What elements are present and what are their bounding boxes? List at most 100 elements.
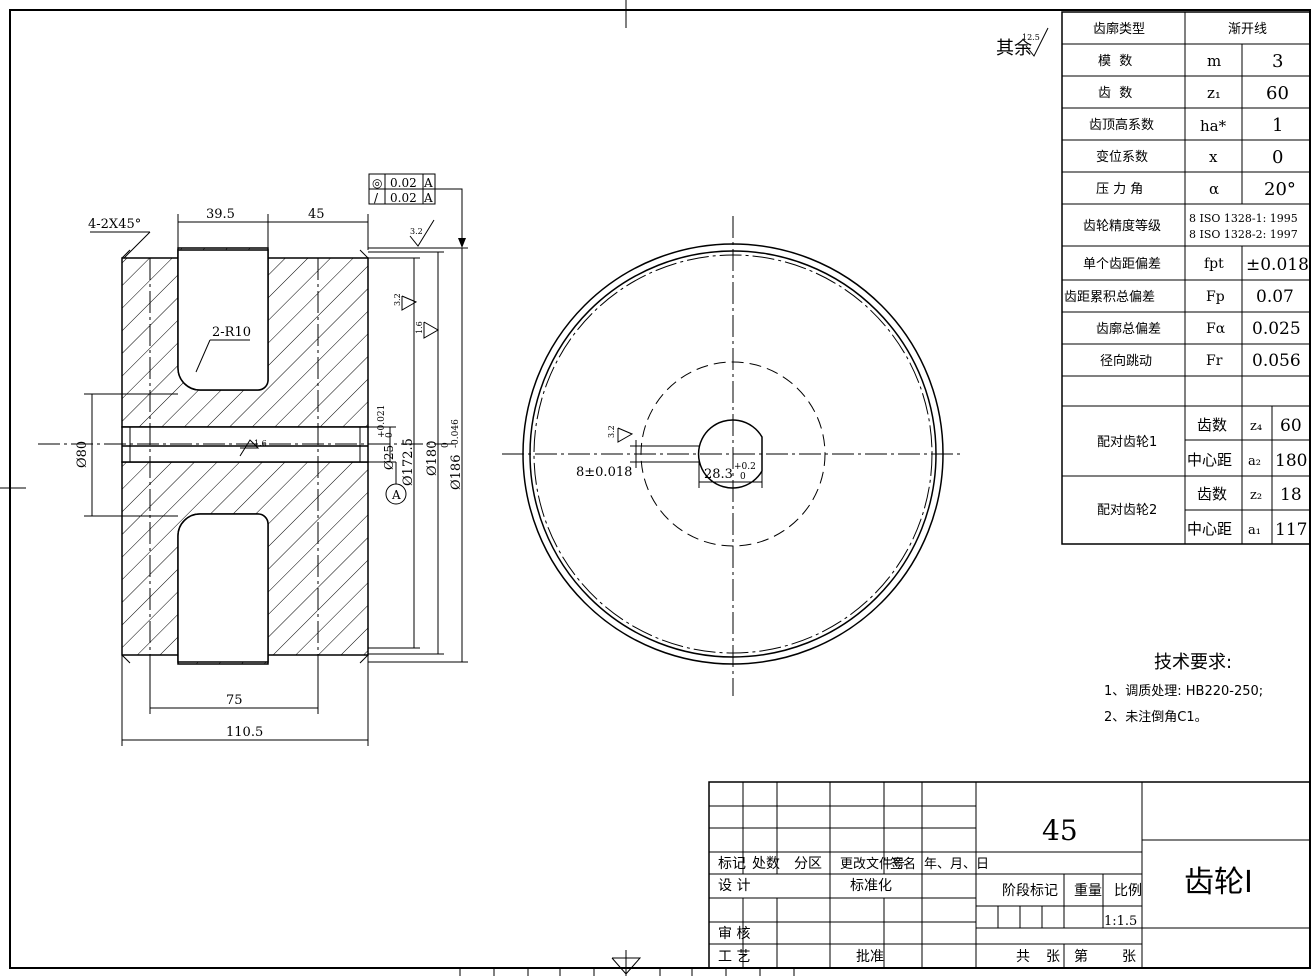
row-profile-label: 齿廓类型 <box>1093 21 1145 37</box>
dim-d186-tol-up: 0 <box>441 442 451 448</box>
gdt-runout-symbol: / <box>374 191 379 205</box>
mating-2-center-name: 中心距 <box>1187 520 1232 538</box>
header-sign: 签名 <box>890 856 916 872</box>
roughness-bore-1: 3.2 <box>393 293 402 306</box>
label-design: 设 计 <box>718 878 750 894</box>
row-addendum-symbol: ha* <box>1200 117 1227 135</box>
title-part-name: 齿轮Ⅰ <box>1184 865 1253 900</box>
row-profile-value: 渐开线 <box>1228 22 1267 37</box>
gdt-frame: ◎ 0.02 A / 0.02 A <box>368 173 466 248</box>
row-module-value: 3 <box>1272 51 1283 72</box>
label-approve: 批准 <box>856 949 884 965</box>
row-falpha-value: 0.025 <box>1252 319 1301 339</box>
scale-value: 1:1.5 <box>1104 914 1137 929</box>
row-fp-label: 齿距累积总偏差 <box>1064 290 1155 305</box>
row-module-label: 模 数 <box>1098 54 1132 69</box>
roughness-keyway: 3.2 <box>607 425 616 438</box>
dim-d80: Ø80 <box>75 441 90 468</box>
row-accuracy-value: 8 ISO 1328-1: 1995 8 ISO 1328-2: 1997 <box>1189 212 1301 241</box>
row-fp-value: 0.07 <box>1256 287 1294 307</box>
mating-2-center-value: 117 <box>1275 520 1307 540</box>
roughness-marks: 其余 12.5 3.2 3.2 1.6 1.6 3.2 <box>239 27 1049 457</box>
roughness-other-label: 其余 <box>996 38 1032 59</box>
label-scale: 比例 <box>1114 883 1142 899</box>
roughness-key: 1.6 <box>254 439 267 448</box>
requirement-2: 2、未注倒角C1。 <box>1104 710 1208 725</box>
row-module-symbol: m <box>1207 52 1221 70</box>
mating-1-teeth-name: 齿数 <box>1197 416 1227 434</box>
label-total: 共 <box>1016 949 1030 965</box>
gdt-coaxiality-value: 0.02 <box>390 176 417 190</box>
dim-chamfer: 4-2X45° <box>88 217 141 232</box>
bottom-ticks <box>459 950 795 976</box>
gdt-coaxiality-datum: A <box>423 176 433 190</box>
row-fr-value: 0.056 <box>1252 351 1301 371</box>
gdt-runout-datum: A <box>423 191 433 205</box>
title-material: 45 <box>1042 814 1078 847</box>
mating-2-teeth-name: 齿数 <box>1197 485 1227 503</box>
row-teeth-symbol: z₁ <box>1207 84 1221 102</box>
gear-parameter-table: 齿廓类型 渐开线 模 数 m 3 齿 数 z₁ 60 齿顶高系数 ha* 1 变… <box>1061 11 1311 545</box>
label-stage: 阶段标记 <box>1002 883 1058 899</box>
dim-key-width: 8±0.018 <box>576 465 632 480</box>
mating-1-teeth-symbol: z₄ <box>1250 419 1262 434</box>
row-angle-symbol: α <box>1209 180 1219 198</box>
accuracy-line-2: 8 ISO 1328-2: 1997 <box>1189 228 1298 241</box>
dim-d25: Ø25 <box>382 445 396 470</box>
header-count: 处数 <box>752 856 780 872</box>
dim-key-depth-tol-up: +0.2 <box>734 462 756 472</box>
row-fpt-value: ±0.018 <box>1246 255 1309 275</box>
row-falpha-label: 齿廓总偏差 <box>1096 321 1161 337</box>
technical-requirements: 技术要求: 1、调质处理: HB220-250; 2、未注倒角C1。 <box>1104 652 1263 725</box>
mating-1-center-name: 中心距 <box>1187 451 1232 469</box>
dim-key-depth: 28.3 <box>704 467 733 482</box>
dim-key-depth-tol-low: 0 <box>740 472 746 482</box>
gdt-coaxiality-symbol: ◎ <box>372 176 382 190</box>
mating-2-teeth-value: 18 <box>1280 485 1302 505</box>
accuracy-line-1: 8 ISO 1328-1: 1995 <box>1189 212 1298 225</box>
row-shift-symbol: x <box>1209 148 1218 166</box>
requirements-title: 技术要求: <box>1154 652 1232 673</box>
row-falpha-symbol: Fα <box>1206 321 1226 337</box>
dim-d180: Ø180 <box>425 441 440 476</box>
row-angle-label: 压 力 角 <box>1096 182 1143 197</box>
dim-75: 75 <box>226 693 243 708</box>
mating-1-center-symbol: a₂ <box>1248 454 1261 469</box>
label-standard: 标准化 <box>850 878 892 894</box>
header-zone: 分区 <box>794 856 822 872</box>
dim-d186: Ø186 <box>449 455 464 490</box>
row-addendum-label: 齿顶高系数 <box>1089 117 1154 133</box>
label-review: 审 核 <box>718 926 750 942</box>
dim-d25-tol-low: 0 <box>385 432 395 438</box>
upper-groove <box>177 249 269 391</box>
dim-r10: 2-R10 <box>212 325 251 340</box>
row-shift-value: 0 <box>1272 147 1283 168</box>
mating-1-label: 配对齿轮1 <box>1097 435 1157 450</box>
row-teeth-value: 60 <box>1266 83 1289 104</box>
row-fr-label: 径向跳动 <box>1100 353 1152 369</box>
dim-d186-tol-low: -0.046 <box>451 419 461 448</box>
mating-2-teeth-symbol: z₂ <box>1250 488 1262 503</box>
label-weight: 重量 <box>1074 883 1102 899</box>
title-block: 45 齿轮Ⅰ 标记 处数 分区 更改文件号 签名 年、月、日 设 计 标准化 阶… <box>708 781 1311 969</box>
header-mark: 标记 <box>718 856 746 872</box>
lower-groove <box>177 513 269 663</box>
dim-d25-tol-up: +0.021 <box>377 405 387 438</box>
row-angle-value: 20° <box>1264 179 1296 200</box>
bore-with-keyway <box>697 419 763 489</box>
row-addendum-value: 1 <box>1272 115 1283 136</box>
header-doc: 更改文件号 <box>840 857 905 872</box>
row-teeth-label: 齿 数 <box>1098 86 1132 101</box>
mating-2-center-symbol: a₁ <box>1248 523 1261 538</box>
label-page-sheets: 张 <box>1122 949 1136 965</box>
dim-110-5: 110.5 <box>226 725 263 740</box>
datum-a-label: A <box>391 488 401 502</box>
label-process: 工 艺 <box>718 949 750 965</box>
mating-1-teeth-value: 60 <box>1280 416 1302 436</box>
section-dimensions: 39.5 45 4-2X45° 2-R10 Ø80 Ø25 +0.021 0 Ø… <box>75 207 468 746</box>
roughness-bore-2: 1.6 <box>415 321 424 334</box>
mating-1-center-value: 180 <box>1275 451 1307 471</box>
row-fpt-symbol: fpt <box>1204 256 1224 272</box>
section-view <box>38 247 460 665</box>
